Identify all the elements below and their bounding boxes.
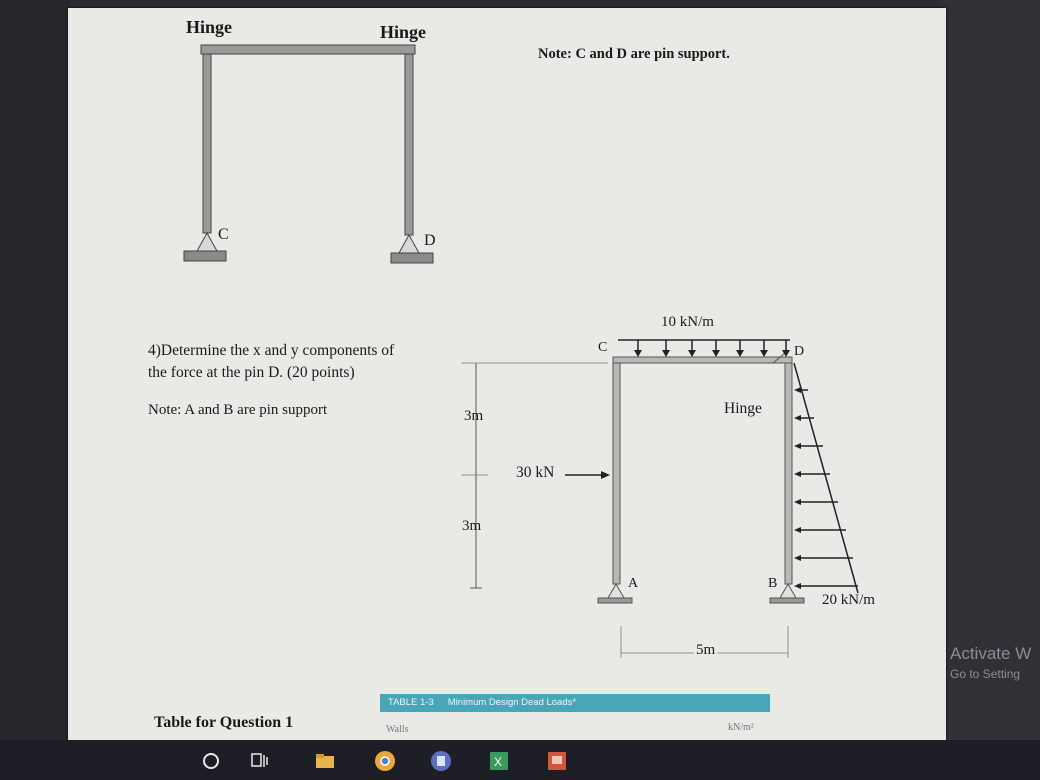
watermark-line1: Activate W (950, 644, 1032, 663)
support-c-label: C (218, 226, 229, 243)
table-title: Minimum Design Dead Loads* (447, 697, 577, 708)
teams-icon[interactable] (428, 748, 454, 774)
structural-diagrams (183, 44, 859, 658)
question-line2: the force at the pin D. (20 points) (148, 364, 355, 381)
watermark-line2: Go to Setting (950, 667, 1021, 681)
frame2-diagram (461, 339, 859, 658)
taskbar: X (0, 740, 1040, 780)
dist-load-label: 10 kN/m (661, 314, 714, 330)
span-label: 5m (694, 642, 718, 659)
tri-load-label: 20 kN/m (822, 592, 875, 608)
hinge-right-label: Hinge (380, 22, 427, 42)
table-label: TABLE 1-3 (388, 697, 434, 708)
start-circle-icon[interactable] (198, 748, 224, 774)
dim-top-label: 3m (464, 408, 484, 424)
powerpoint-icon[interactable] (544, 748, 570, 774)
frame2-hinge-label: Hinge (724, 400, 762, 417)
frame2-d-label: D (794, 344, 805, 359)
frame1-note: Note: C and D are pin support. (538, 46, 730, 62)
table-caption: Table for Question 1 (154, 714, 294, 731)
table-title-strip: TABLE 1-3 Minimum Design Dead Loads* (380, 694, 770, 712)
support-d-label: D (424, 232, 436, 249)
table-col-walls: Walls (386, 724, 409, 735)
dim-bottom-label: 3m (462, 518, 482, 534)
document-page: Hinge Hinge C D Note: C and D are pin su… (68, 8, 946, 743)
screen-bezel-left (0, 0, 70, 780)
excel-icon[interactable]: X (486, 748, 512, 774)
chrome-icon[interactable] (372, 748, 398, 774)
table-col-unit: kN/m² (728, 722, 754, 733)
activate-windows-watermark: Activate W Go to Setting (950, 644, 1031, 684)
frame2-b-label: B (768, 576, 778, 591)
frame2-c-label: C (598, 340, 608, 355)
hinge-left-label: Hinge (186, 17, 233, 37)
question-note: Note: A and B are pin support (148, 402, 328, 418)
question-line1: 4)Determine the x and y components of (148, 342, 395, 359)
svg-text:X: X (494, 755, 502, 769)
frame1-diagram (183, 44, 434, 264)
task-view-icon[interactable] (246, 748, 272, 774)
frame2-a-label: A (628, 576, 639, 591)
file-explorer-icon[interactable] (312, 748, 338, 774)
screen-bezel-right (940, 0, 1040, 780)
force-label: 30 kN (516, 464, 555, 481)
